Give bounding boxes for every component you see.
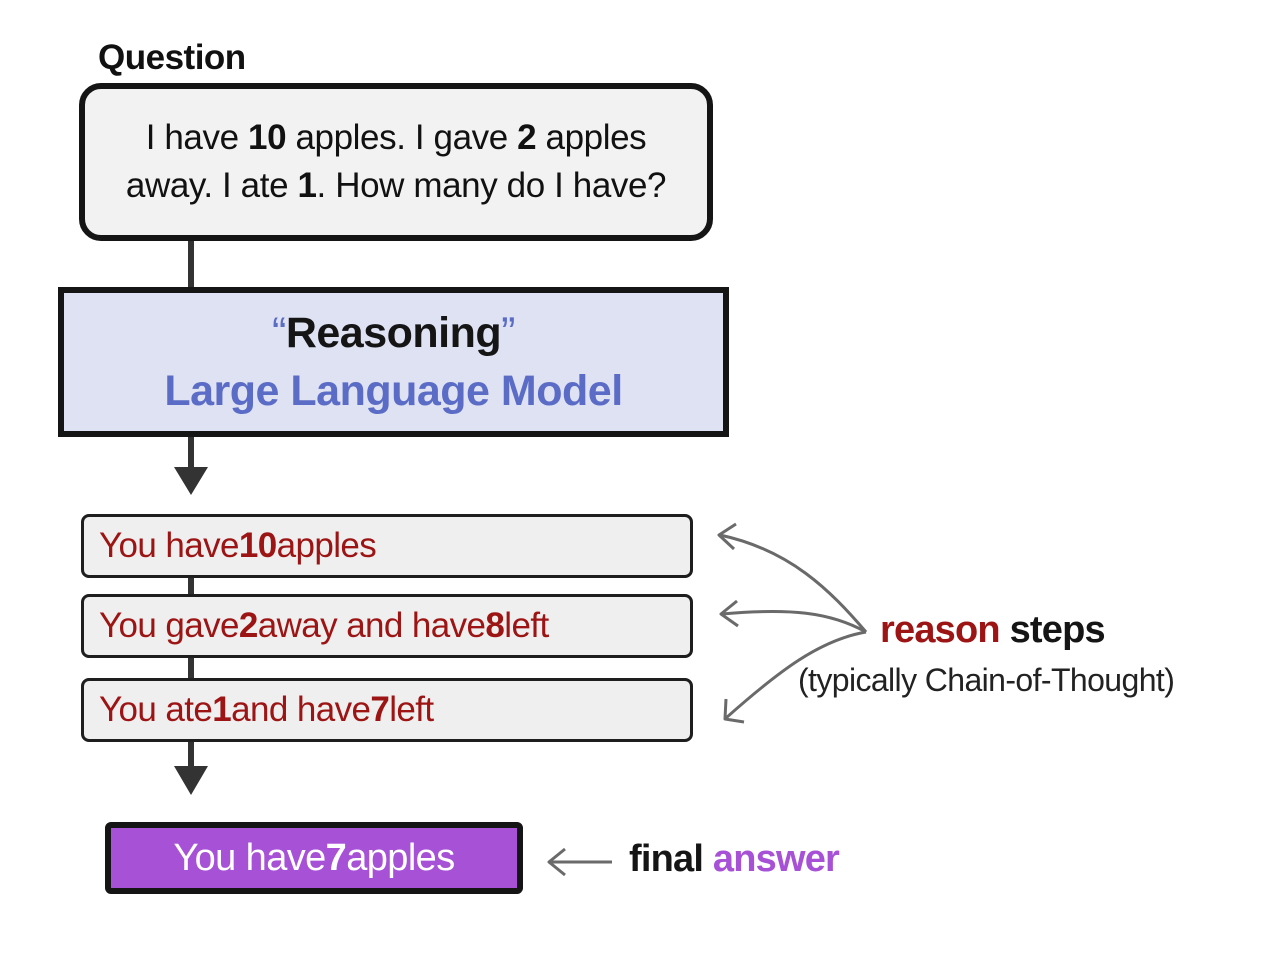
step-number: 2	[238, 606, 258, 645]
step-text-segment: apples	[276, 526, 377, 565]
question-text-segment: apples. I gave	[286, 118, 518, 157]
question-line-2: away. I ate 1. How many do I have?	[125, 166, 667, 205]
arrow-model-steps-head	[174, 467, 208, 495]
reasoning-llm-box: “Reasoning” Large Language Model	[58, 287, 729, 437]
reason-arrow-step-3-head	[723, 698, 745, 724]
steps-word: steps	[999, 609, 1106, 651]
reason-arrow-step-2-head	[719, 599, 739, 628]
reason-arrow-step-2	[721, 609, 867, 634]
open-quote: “	[272, 309, 286, 357]
step-text-segment: You have	[99, 526, 239, 565]
step-text-segment: away and have	[257, 606, 486, 645]
step-number: 10	[238, 526, 277, 565]
close-quote: ”	[501, 309, 515, 357]
llm-subtitle: Large Language Model	[164, 367, 623, 415]
question-number: 2	[517, 118, 537, 157]
question-text-segment: . How many do I have?	[316, 166, 667, 205]
question-text-segment: I have	[145, 118, 248, 157]
answer-number: 7	[325, 836, 347, 879]
answer-word: answer	[703, 838, 840, 880]
question-number: 1	[297, 166, 317, 205]
reason-arrow-step-3	[725, 630, 867, 720]
step-text-segment: You ate	[99, 690, 213, 729]
step-number: 1	[212, 690, 232, 729]
answer-text-segment: apples	[346, 836, 455, 879]
step-text-segment: and have	[231, 690, 371, 729]
answer-text-segment: You have	[173, 836, 326, 879]
arrow-steps-answer-head	[174, 766, 208, 795]
step-text-segment: left	[389, 690, 434, 729]
reason-step-2: You gave 2 away and have 8 left	[81, 594, 693, 658]
reason-step-1: You have 10 apples	[81, 514, 693, 578]
reason-word: reason	[880, 609, 1001, 651]
final-answer-box: You have 7 apples	[105, 822, 523, 894]
question-box: I have 10 apples. I gave 2 apples away. …	[79, 83, 713, 241]
question-label: Question	[98, 38, 246, 77]
reason-arrow-step-1	[719, 533, 868, 633]
question-number: 10	[248, 118, 287, 157]
question-text: I have 10 apples. I gave 2 apples away. …	[96, 114, 696, 210]
llm-title-text: Reasoning	[285, 309, 502, 357]
step-text-segment: left	[504, 606, 549, 645]
question-text-segment: apples	[536, 118, 647, 157]
llm-title: “Reasoning”	[272, 304, 515, 362]
final-answer-arrow-head	[547, 847, 566, 877]
final-answer-label: final answer	[629, 838, 840, 881]
final-word: final	[629, 838, 704, 880]
reason-steps-sublabel: (typically Chain-of-Thought)	[798, 662, 1175, 698]
reason-steps-label: reason steps	[880, 609, 1106, 652]
question-line-1: I have 10 apples. I gave 2 apples	[146, 118, 647, 157]
reason-arrow-step-1-head	[717, 522, 737, 551]
question-text-segment: away. I ate	[125, 166, 298, 205]
step-number: 8	[485, 606, 505, 645]
step-number: 7	[370, 690, 390, 729]
reason-step-3: You ate 1 and have 7 left	[81, 678, 693, 742]
step-text-segment: You gave	[99, 606, 239, 645]
